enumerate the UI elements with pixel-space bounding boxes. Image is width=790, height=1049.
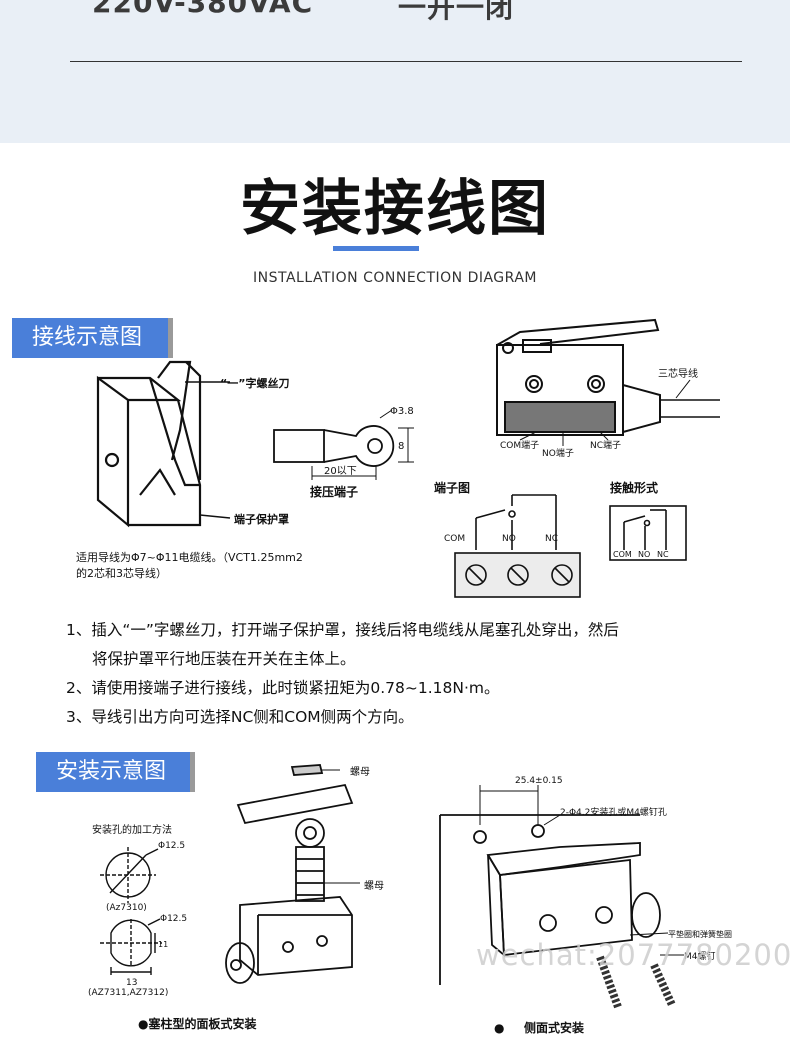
nut-side-label: 螺母 xyxy=(364,880,384,892)
screwdriver-label: “一”字螺丝刀 xyxy=(220,376,289,390)
nut-top-label: 螺母 xyxy=(350,766,370,778)
length-label: 20以下 xyxy=(324,466,357,477)
az7310-label: (Az7310) xyxy=(106,903,147,913)
hole-diagram-b xyxy=(100,918,162,975)
side-mount-drawing xyxy=(439,785,684,1009)
note-3: 3、导线引出方向可选择NC侧和COM侧两个方向。 xyxy=(66,708,414,726)
install-section-tag: 安装示意图 xyxy=(36,752,190,792)
terminal-nc-label: NC xyxy=(545,534,558,544)
side-mount-caption: 侧面式安装 xyxy=(524,1020,584,1035)
hole-diameter-label: Φ3.8 xyxy=(390,406,414,417)
contact-form-diagram xyxy=(609,505,687,561)
az7311-label: (AZ7311,AZ7312) xyxy=(88,988,168,998)
contact-no-label: NO xyxy=(638,550,650,559)
screwdriver-drawing xyxy=(96,360,231,528)
cable-note-line2: 的2芯和3芯导线） xyxy=(76,566,167,580)
watermark: wechat:2077780200 xyxy=(476,938,790,972)
contact-nc-label: NC xyxy=(657,550,669,559)
nc-terminal-label: NC端子 xyxy=(590,439,621,451)
install-diagram: 安装孔的加工方法 Φ12.5 (Az7310) Φ12.5 13 11 (AZ7… xyxy=(88,764,732,1035)
crimp-terminal-label: 接压端子 xyxy=(310,484,358,499)
no-terminal-label: NO端子 xyxy=(542,447,574,459)
three-core-label: 三芯导线 xyxy=(658,367,698,380)
contact-type-text: 一开一闭 xyxy=(398,0,515,24)
note-1-continued: 将保护罩平行地压装在开关在主体上。 xyxy=(92,650,356,668)
install-section-label: 安装示意图 xyxy=(56,759,167,784)
dia-label-a: Φ12.5 xyxy=(158,841,185,851)
title-accent-bar xyxy=(333,246,419,251)
note-2: 2、请使用接端子进行接线，此时锁紧扭矩为0.78~1.18N·m。 xyxy=(66,679,500,697)
dia-label-b: Φ12.5 xyxy=(160,914,187,924)
wiring-section-label: 接线示意图 xyxy=(32,325,143,350)
page-subtitle: INSTALLATION CONNECTION DIAGRAM xyxy=(253,270,537,286)
divider xyxy=(70,61,742,62)
top-banner xyxy=(0,0,790,143)
spacing-label: 25.4±0.15 xyxy=(515,776,563,786)
dim-side-label: 11 xyxy=(158,940,168,949)
hole-method-label: 安装孔的加工方法 xyxy=(92,823,172,836)
wiring-section-tag: 接线示意图 xyxy=(12,318,168,358)
terminal-cover-label: 端子保护罩 xyxy=(234,512,289,526)
com-terminal-label: COM端子 xyxy=(500,439,539,451)
panel-mount-caption: ●塞柱型的面板式安装 xyxy=(138,1016,256,1031)
switch-body-drawing xyxy=(496,318,720,446)
dim-13-label: 13 xyxy=(126,978,137,988)
crimp-terminal-drawing xyxy=(273,409,414,480)
washers-label: 平垫圈和弹簧垫圈 xyxy=(668,929,732,939)
mount-holes-label: 2-Φ4.2安装孔或M4螺钉孔 xyxy=(560,806,667,818)
side-mount-bullet: ● xyxy=(494,1021,504,1035)
terminal-com-label: COM xyxy=(444,534,465,544)
panel-mount-drawing xyxy=(225,764,360,984)
cable-note-line1: 适用导线为Φ7~Φ11电缆线。（VCT1.25mm2 xyxy=(76,550,303,564)
page-title: 安装接线图 xyxy=(240,174,550,244)
terminal-diagram xyxy=(454,494,581,598)
terminal-no-label: NO xyxy=(502,534,516,544)
note-1: 1、插入“一”字螺丝刀，打开端子保护罩，接线后将电缆线从尾塞孔处穿出，然后 xyxy=(66,621,619,639)
voltage-text: 220V-380VAC xyxy=(92,0,314,19)
wiring-diagram: “一”字螺丝刀 端子保护罩 适用导线为Φ7~Φ11电缆线。（VCT1.25mm2… xyxy=(76,318,720,598)
screw-label: M4螺钉 xyxy=(684,951,716,962)
terminal-diagram-label: 端子图 xyxy=(434,480,470,495)
contact-form-label: 接触形式 xyxy=(610,480,658,495)
contact-com-label: COM xyxy=(613,550,632,559)
hole-diagram-a xyxy=(100,847,159,903)
height-label: 8 xyxy=(398,441,404,452)
